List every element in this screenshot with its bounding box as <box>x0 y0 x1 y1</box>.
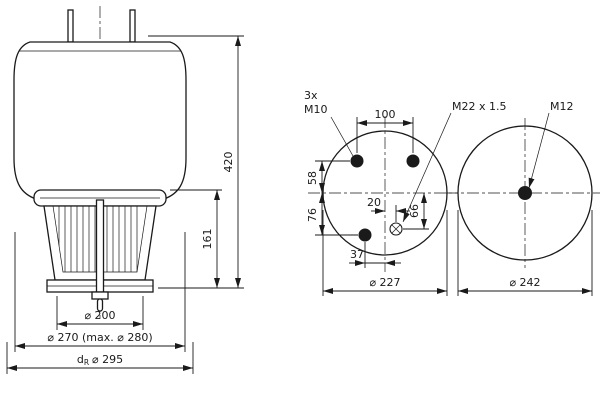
rod-tip <box>96 298 104 312</box>
label-center-bolt-text: M12 <box>550 100 574 113</box>
top-view-flange: 100 3x M10 M22 x 1.5 58 76 <box>304 89 506 296</box>
side-view: 420 161 ⌀ 200 ⌀ 270 (max. ⌀ 280) dR⌀ 29 <box>6 6 244 374</box>
dim-58-label: 58 <box>306 171 319 185</box>
dim-d200-label: ⌀ 200 <box>84 309 115 322</box>
center-rod <box>95 199 105 293</box>
dim-dr295-value: ⌀ 295 <box>92 353 123 366</box>
dim-d270-label: ⌀ 270 (max. ⌀ 280) <box>47 331 152 344</box>
stud-hole-top-left <box>350 154 364 168</box>
label-air-port-text: M22 x 1.5 <box>452 100 506 113</box>
rod-nut <box>91 291 109 300</box>
top-view-blind-flange: M12 ⌀ 242 <box>446 100 600 296</box>
dim-66-label: 66 <box>408 204 421 218</box>
label-center-bolt: M12 <box>528 100 574 189</box>
stud-right <box>129 9 136 43</box>
label-studs-thread: M10 <box>304 103 328 116</box>
dim-d200: ⌀ 200 <box>56 296 144 330</box>
dim-dr295-d: d <box>77 353 84 366</box>
dim-d227: ⌀ 227 <box>322 210 448 296</box>
dim-d242: ⌀ 242 <box>457 210 593 296</box>
dim-76-label: 76 <box>306 208 319 222</box>
dim-d270: ⌀ 270 (max. ⌀ 280) <box>14 232 186 352</box>
label-studs-qty: 3x <box>304 89 318 102</box>
dim-total-height-label: 420 <box>222 152 235 173</box>
dim-stud-spacing: 100 <box>356 108 414 153</box>
dim-piston-height-label: 161 <box>201 229 214 250</box>
dim-dr295-label: dR⌀ 295 <box>77 353 123 367</box>
air-port-symbol <box>389 222 403 236</box>
dim-piston-height: 161 <box>170 189 222 288</box>
stud-left <box>67 9 74 43</box>
bellows-outline <box>13 41 187 200</box>
dim-d227-label: ⌀ 227 <box>369 276 400 289</box>
dim-d242-label: ⌀ 242 <box>509 276 540 289</box>
dim-dr295-sub: R <box>84 358 89 367</box>
dim-stud-spacing-label: 100 <box>375 108 396 121</box>
label-air-port-leader <box>402 112 452 223</box>
dim-76: 76 <box>306 193 358 236</box>
stud-hole-bottom <box>358 228 372 242</box>
dim-20: 20 <box>367 196 410 222</box>
dim-66: 66 <box>403 193 429 230</box>
dim-20-label: 20 <box>367 196 381 209</box>
label-studs-leader <box>330 116 354 157</box>
stud-hole-top-right <box>406 154 420 168</box>
dim-37: 37 <box>349 242 401 268</box>
dim-dr295: dR⌀ 295 <box>6 342 194 374</box>
dim-total-height: 420 <box>148 35 244 289</box>
label-studs: 3x M10 <box>304 89 354 157</box>
label-air-port: M22 x 1.5 <box>402 100 506 223</box>
dim-58: 58 <box>306 160 350 193</box>
center-bolt-hole <box>518 186 532 200</box>
label-center-bolt-leader <box>528 112 550 189</box>
dim-37-label: 37 <box>350 248 364 261</box>
